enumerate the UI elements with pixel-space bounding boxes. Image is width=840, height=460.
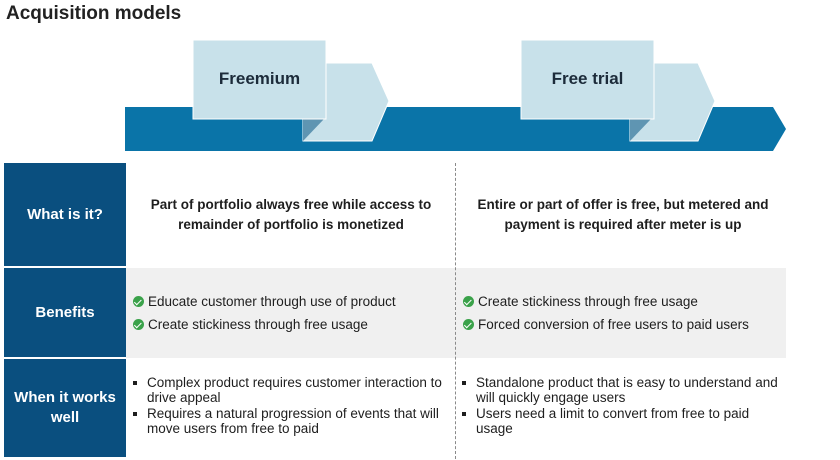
row-separator <box>4 266 126 268</box>
free-trial-definition: Entire or part of offer is free, but met… <box>477 197 769 232</box>
free-trial-label: Free trial <box>551 69 624 88</box>
condition-text: Requires a natural progression of events… <box>147 406 439 436</box>
list-item: Create stickiness through free usage <box>133 313 396 336</box>
list-item: Requires a natural progression of events… <box>132 406 452 436</box>
benefit-text: Forced conversion of free users to paid … <box>478 317 749 332</box>
row-header-what-is-it: What is it? <box>4 163 126 267</box>
condition-text: Complex product requires customer intera… <box>147 375 442 405</box>
free-trial-benefits-list: Create stickiness through free usage For… <box>463 290 749 336</box>
row-separator <box>4 357 126 359</box>
check-circle-icon <box>133 296 144 307</box>
square-bullet-icon <box>462 412 466 417</box>
condition-text: Standalone product that is easy to under… <box>476 375 778 405</box>
freemium-benefits-list: Educate customer through use of product … <box>133 290 396 336</box>
column-divider <box>455 163 456 459</box>
square-bullet-icon <box>133 381 137 385</box>
check-circle-icon <box>463 296 474 307</box>
free-trial-tab-graphic <box>520 39 716 142</box>
check-circle-icon <box>463 319 474 330</box>
free-trial-conditions-list: Standalone product that is easy to under… <box>461 375 779 438</box>
freemium-definition: Part of portfolio always free while acce… <box>150 197 432 232</box>
list-item: Create stickiness through free usage <box>463 290 749 313</box>
row-header-benefits: Benefits <box>4 268 126 358</box>
benefit-text: Educate customer through use of product <box>148 294 396 309</box>
freemium-conditions-list: Complex product requires customer intera… <box>132 375 452 438</box>
square-bullet-icon <box>133 412 137 417</box>
page-title: Acquisition models <box>6 3 182 24</box>
benefits-row-band <box>126 268 786 358</box>
condition-text: Users need a limit to convert from free … <box>476 406 750 436</box>
row-header-when-it-works-well: When it works well <box>4 359 126 457</box>
list-item: Users need a limit to convert from free … <box>461 406 779 436</box>
freemium-label: Freemium <box>218 69 301 88</box>
freemium-tab-graphic <box>192 39 390 142</box>
list-item: Standalone product that is easy to under… <box>461 375 779 405</box>
list-item: Complex product requires customer intera… <box>132 375 452 405</box>
check-circle-icon <box>133 319 144 330</box>
benefit-text: Create stickiness through free usage <box>478 294 698 309</box>
benefit-text: Create stickiness through free usage <box>148 317 368 332</box>
square-bullet-icon <box>462 381 466 385</box>
list-item: Forced conversion of free users to paid … <box>463 313 749 336</box>
timeline-banner <box>125 39 786 151</box>
list-item: Educate customer through use of product <box>133 290 396 313</box>
